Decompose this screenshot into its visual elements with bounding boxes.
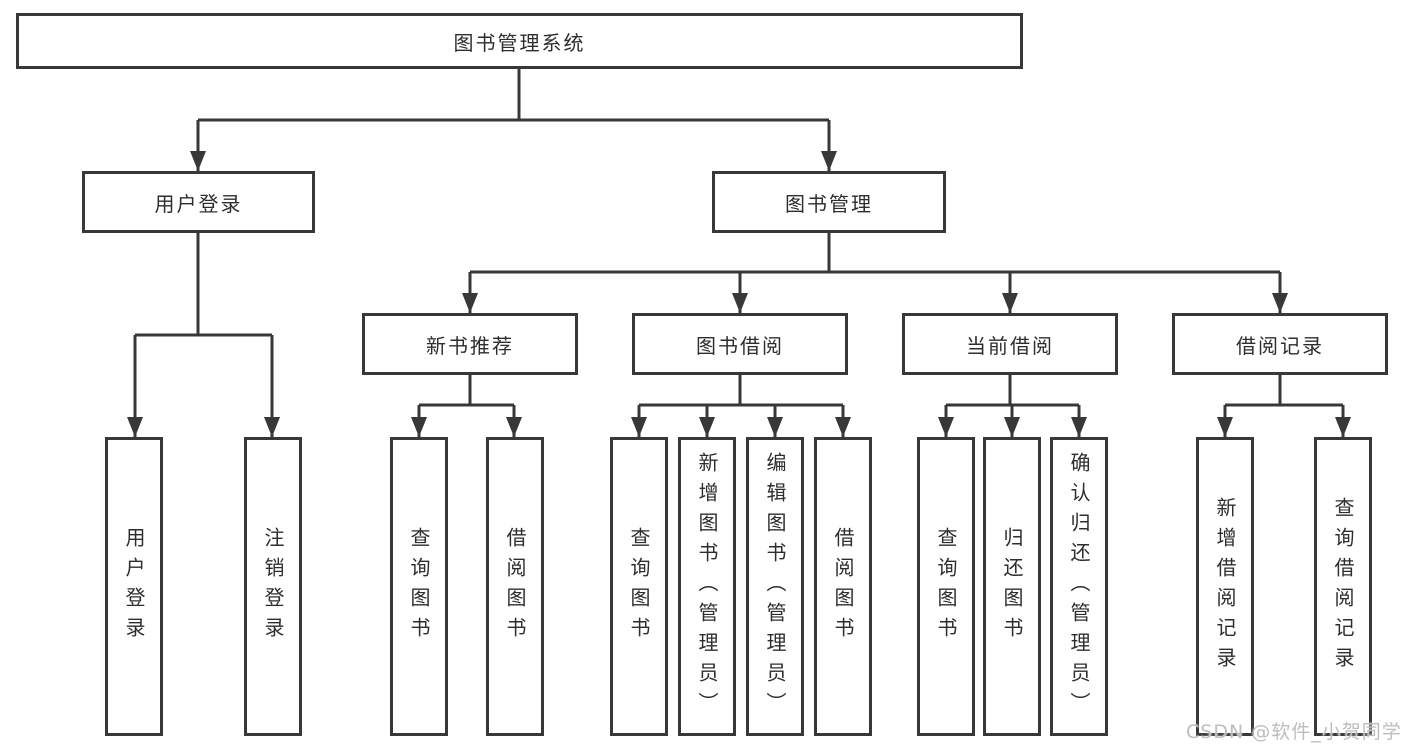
node-label: 借阅记录 [1236, 333, 1324, 358]
leaf-label: 查询图书 [627, 526, 651, 647]
connector-path [133, 69, 1345, 437]
node-borrowing-records: 借阅记录 [1172, 313, 1388, 375]
node-label: 当前借阅 [966, 333, 1054, 358]
leaf-label: 注销登录 [261, 526, 285, 647]
node-book-management: 图书管理 [712, 171, 946, 233]
leaf-label: 用户登录 [122, 526, 146, 647]
leaf-label: 确认归还（管理员） [1067, 451, 1091, 722]
node-book-borrowing: 图书借阅 [632, 313, 848, 375]
watermark-text: CSDN @软件_小贺同学 [1186, 721, 1402, 743]
node-label: 图书管理 [785, 191, 873, 216]
node-user-login: 用户登录 [82, 171, 315, 233]
leaf-query-books-current: 查询图书 [917, 437, 975, 736]
node-library-management-system: 图书管理系统 [16, 13, 1023, 69]
leaf-borrow-books-recommend: 借阅图书 [486, 437, 544, 736]
leaf-label: 归还图书 [1000, 526, 1024, 647]
leaf-label: 新增图书（管理员） [695, 451, 719, 722]
node-label: 新书推荐 [426, 333, 514, 358]
leaf-label: 借阅图书 [831, 526, 855, 647]
leaf-logout: 注销登录 [244, 437, 302, 736]
leaf-label: 查询图书 [407, 526, 431, 647]
leaf-label: 查询图书 [934, 526, 958, 647]
leaf-borrow-books-borrowing: 借阅图书 [814, 437, 872, 736]
leaf-add-borrow-record: 新增借阅记录 [1196, 437, 1254, 736]
leaf-query-borrow-record: 查询借阅记录 [1314, 437, 1372, 736]
leaf-label: 查询借阅记录 [1331, 496, 1355, 677]
node-new-book-recommendation: 新书推荐 [362, 313, 578, 375]
leaf-label: 新增借阅记录 [1213, 496, 1237, 677]
node-label: 图书借阅 [696, 333, 784, 358]
node-label: 用户登录 [154, 191, 243, 216]
leaf-label: 编辑图书（管理员） [763, 451, 787, 722]
leaf-user-login: 用户登录 [105, 437, 163, 736]
leaf-edit-book-admin: 编辑图书（管理员） [746, 437, 804, 736]
leaf-query-books-borrowing: 查询图书 [610, 437, 668, 736]
arrowhead-down-icons [127, 151, 1351, 437]
leaf-add-book-admin: 新增图书（管理员） [678, 437, 736, 736]
node-current-borrowing: 当前借阅 [902, 313, 1118, 375]
node-label: 图书管理系统 [453, 30, 586, 55]
leaf-return-book: 归还图书 [983, 437, 1041, 736]
leaf-query-books-recommend: 查询图书 [390, 437, 448, 736]
leaf-confirm-return-admin: 确认归还（管理员） [1050, 437, 1108, 736]
leaf-label: 借阅图书 [503, 526, 527, 647]
